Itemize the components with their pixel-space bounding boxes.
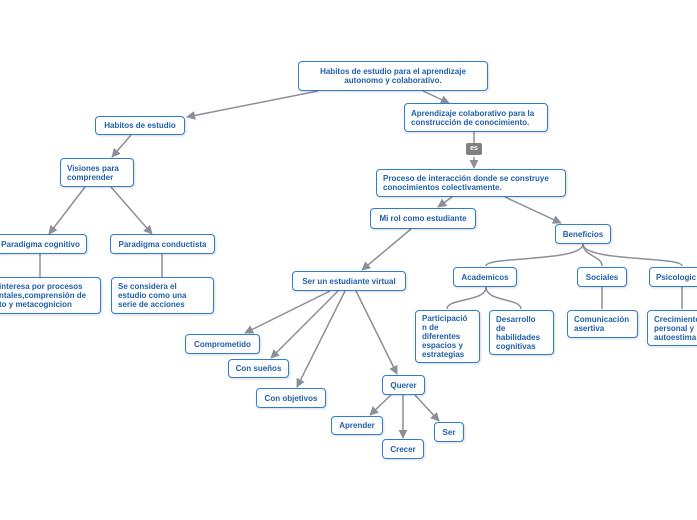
connector-visiones-cognitivo [48, 186, 86, 235]
connector-academicos-desarrollo [485, 286, 522, 310]
node-sociales[interactable]: Sociales [577, 267, 627, 287]
node-crecimiento[interactable]: Crecimiento personal y autoestima [647, 310, 697, 346]
connector-virtual-querer [355, 290, 398, 375]
connector-proceso-beneficios [504, 196, 562, 224]
connector-visiones-conductista [110, 186, 153, 235]
connector-querer-ser [414, 394, 440, 422]
connector-mirol-virtual [361, 228, 412, 271]
node-con-suenos[interactable]: Con sueños [228, 359, 289, 378]
node-visiones[interactable]: Visiones para comprender [60, 158, 134, 187]
node-ser[interactable]: Ser [434, 422, 464, 442]
connector-virtual-comprometido [244, 290, 331, 334]
node-paradigma-cognitivo[interactable]: Paradigma cognitivo [0, 234, 87, 254]
node-habitos-estudio[interactable]: Habitos de estudio [95, 116, 185, 135]
connector-academicos-participacion [446, 286, 487, 310]
node-desarrollo[interactable]: Desarrollo de habilidades cognitivas [489, 310, 554, 355]
node-ser-estudiante-virtual[interactable]: Ser un estudiante virtual [292, 271, 406, 291]
connector-beneficios-psicologicos [582, 243, 683, 267]
node-participacion[interactable]: Participació n de diferentes espacios y … [415, 310, 480, 363]
connector-beneficios-academicos [485, 243, 584, 267]
node-academicos[interactable]: Academicos [453, 267, 517, 287]
connector-beneficios-sociales [582, 243, 603, 267]
node-paradigma-conductista[interactable]: Paradigma conductista [110, 234, 215, 254]
connector-root-aprendizaje [422, 90, 450, 104]
node-interesa-procesos[interactable]: interesa por procesos ntales,comprensión… [0, 277, 101, 314]
node-proceso-interaccion[interactable]: Proceso de interacción donde se construy… [376, 169, 566, 197]
node-querer[interactable]: Querer [382, 375, 425, 395]
node-comprometido[interactable]: Comprometido [185, 334, 260, 354]
connector-querer-aprender [369, 394, 392, 416]
connector-virtual-objetivos [296, 290, 346, 388]
node-crecer[interactable]: Crecer [382, 439, 424, 459]
node-beneficios[interactable]: Beneficios [555, 224, 611, 244]
connector-virtual-suenos [270, 290, 339, 359]
connector-root-habitos [186, 90, 319, 120]
node-root[interactable]: Habitos de estudio para el aprendizaje a… [298, 61, 488, 91]
node-se-considera[interactable]: Se considera el estudio como una serie d… [111, 277, 214, 314]
node-aprendizaje-colaborativo[interactable]: Aprendizaje colaborativo para la constru… [404, 103, 548, 132]
node-comunicacion[interactable]: Comunicación asertiva [567, 310, 638, 338]
node-aprender[interactable]: Aprender [331, 416, 383, 435]
connector-proceso-mirol [437, 196, 453, 208]
node-mi-rol[interactable]: Mi rol como estudiante [370, 208, 476, 229]
link-label-es: es [466, 143, 482, 155]
node-psicologicos[interactable]: Psicologic [649, 267, 697, 287]
connector-habitos-visiones [111, 134, 132, 158]
node-con-objetivos[interactable]: Con objetivos [256, 388, 326, 408]
